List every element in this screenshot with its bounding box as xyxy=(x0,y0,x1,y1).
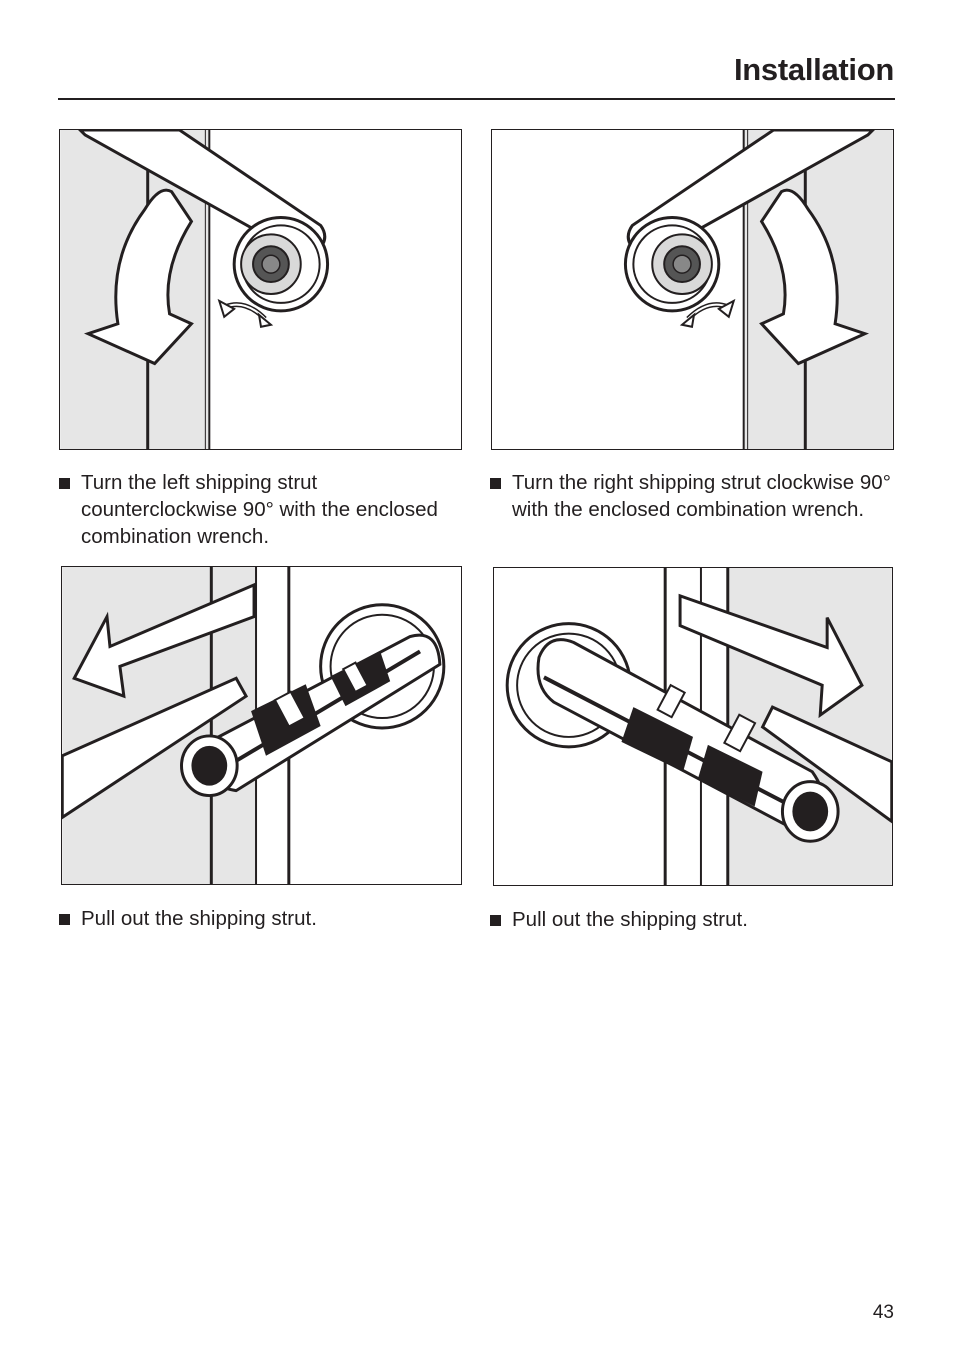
page-number: 43 xyxy=(872,1302,894,1323)
bullet-icon xyxy=(490,915,501,926)
step-text: Pull out the shipping strut. xyxy=(81,907,317,930)
figure-pull-right-strut xyxy=(493,567,893,886)
step-pull-right: Pull out the shipping strut. xyxy=(490,906,892,933)
step-pull-left: Pull out the shipping strut. xyxy=(59,905,461,932)
figure-turn-left-strut xyxy=(59,129,462,450)
bullet-icon xyxy=(59,478,70,489)
step-text: Turn the right shipping strut clockwise … xyxy=(512,471,891,521)
step-turn-right: Turn the right shipping strut clockwise … xyxy=(490,469,892,523)
figure-pull-left-strut xyxy=(61,566,462,885)
bullet-icon xyxy=(490,478,501,489)
title-rule xyxy=(58,98,895,100)
bullet-icon xyxy=(59,914,70,925)
figure-turn-right-strut xyxy=(491,129,894,450)
page-title: Installation xyxy=(733,52,894,87)
step-text: Pull out the shipping strut. xyxy=(512,908,748,931)
step-turn-left: Turn the left shipping strut countercloc… xyxy=(59,469,461,550)
step-text: Turn the left shipping strut countercloc… xyxy=(81,471,438,548)
